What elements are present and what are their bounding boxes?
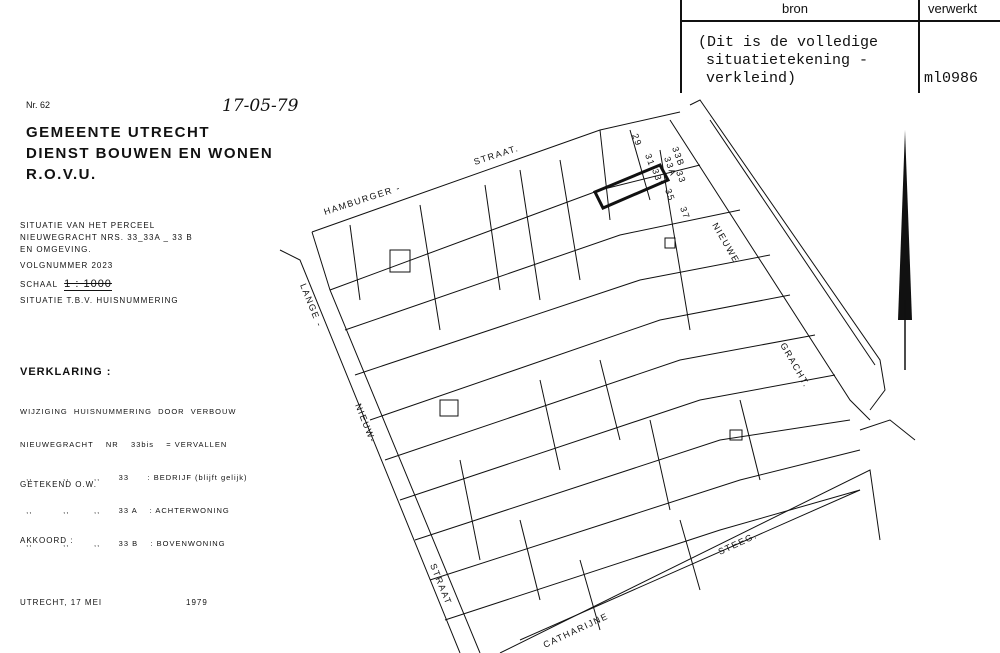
source-table: bron verwerkt (Dit is de volledige situa…: [680, 0, 1000, 93]
lange-nieuwstraat-left-edge: [279, 249, 461, 653]
street-label-hamburger: HAMBURGER -: [323, 183, 403, 217]
declaration-row: ,, ,, ,, 33 B : BOVENWONING: [20, 539, 226, 548]
canal-edge: [689, 99, 886, 411]
scale-value: 1 : 1000: [64, 278, 112, 291]
north-arrow-icon: [898, 130, 912, 370]
table-header: bron verwerkt: [682, 0, 1000, 22]
street-label-nieuw: NIEUW-: [353, 402, 378, 445]
declaration-row: ,, ,, ,, 33 A : ACHTERWONING: [20, 506, 230, 515]
street-label-catharijne: CATHARIJNE: [542, 611, 610, 650]
map-lines: [279, 99, 916, 653]
source-line: verkleind): [706, 70, 797, 87]
declaration-rows: WIJZIGING HUISNUMMERING DOOR VERBOUW NIE…: [20, 384, 248, 571]
situation-line: NIEUWEGRACHT NRS. 33_33A _ 33 B: [20, 233, 193, 242]
situation-line: SITUATIE T.B.V. HUISNUMMERING: [20, 296, 179, 305]
street-label-straat-top: STRAAT.: [473, 143, 521, 167]
house-number: 37: [678, 205, 692, 221]
place-date: UTRECHT, 17 MEI: [20, 598, 103, 607]
drawing-number: Nr. 62: [26, 100, 51, 110]
house-number: 33: [674, 169, 688, 185]
table-divider: [918, 0, 920, 93]
org-line: DIENST BOUWEN EN WONEN: [26, 145, 274, 162]
processed-code: ml0986: [924, 70, 979, 87]
nieuwegracht-west-edge: [669, 119, 871, 421]
catharijnesteeg-inner: [519, 489, 861, 641]
source-text: (Dit is de volledige situatietekening - …: [698, 34, 878, 88]
header-source: bron: [782, 1, 809, 16]
organization: GEMEENTE UTRECHT DIENST BOUWEN EN WONEN …: [26, 122, 273, 185]
situation-line: EN OMGEVING.: [20, 245, 92, 254]
source-line: situatietekening -: [706, 52, 869, 69]
highlighted-parcel: [592, 163, 671, 210]
org-line: R.O.V.U.: [26, 166, 97, 183]
situation-line: SITUATIE VAN HET PERCEEL: [20, 221, 156, 230]
catharijnesteeg-edge: [499, 469, 881, 653]
handwritten-date: 17-05-79: [222, 96, 299, 116]
house-numbers: 29 31 33B 33A 33 33* 35 37: [630, 132, 692, 221]
lange-nieuwstraat-right-edge: [311, 231, 481, 653]
hamburgerstraat-edge: [311, 111, 681, 233]
street-label-nieuwe: NIEUWE: [710, 221, 741, 265]
scale-label: SCHAAL: [20, 280, 58, 289]
house-number: 31: [643, 152, 657, 168]
situation-line: VOLGNUMMER 2023: [20, 261, 114, 270]
situation-block: SITUATIE VAN HET PERCEEL NIEUWEGRACHT NR…: [20, 220, 193, 307]
org-line: GEMEENTE UTRECHT: [26, 124, 211, 141]
declaration-row: ,, ,, ,, 33 : BEDRIJF (blijft gelijk): [20, 473, 248, 482]
house-number: 29: [630, 132, 644, 148]
declaration-row: WIJZIGING HUISNUMMERING DOOR VERBOUW: [20, 407, 237, 416]
street-label-steeg: STEEG.: [717, 530, 759, 557]
source-line: (Dit is de volledige: [698, 34, 879, 51]
declaration-title: VERKLARING :: [20, 366, 112, 378]
house-number: 35: [663, 187, 677, 203]
bridge-edge: [859, 419, 916, 441]
declaration-row: NIEUWEGRACHT NR 33bis = VERVALLEN: [20, 440, 228, 449]
approved: AKKOORD :: [20, 536, 74, 545]
drawn-by: GETEKEND O.W.: [20, 480, 98, 489]
header-processed: verwerkt: [928, 1, 978, 16]
canal-inner-edge: [709, 119, 876, 366]
scale-row: SCHAAL 1 : 1000: [20, 278, 193, 291]
year: 1979: [186, 598, 208, 607]
